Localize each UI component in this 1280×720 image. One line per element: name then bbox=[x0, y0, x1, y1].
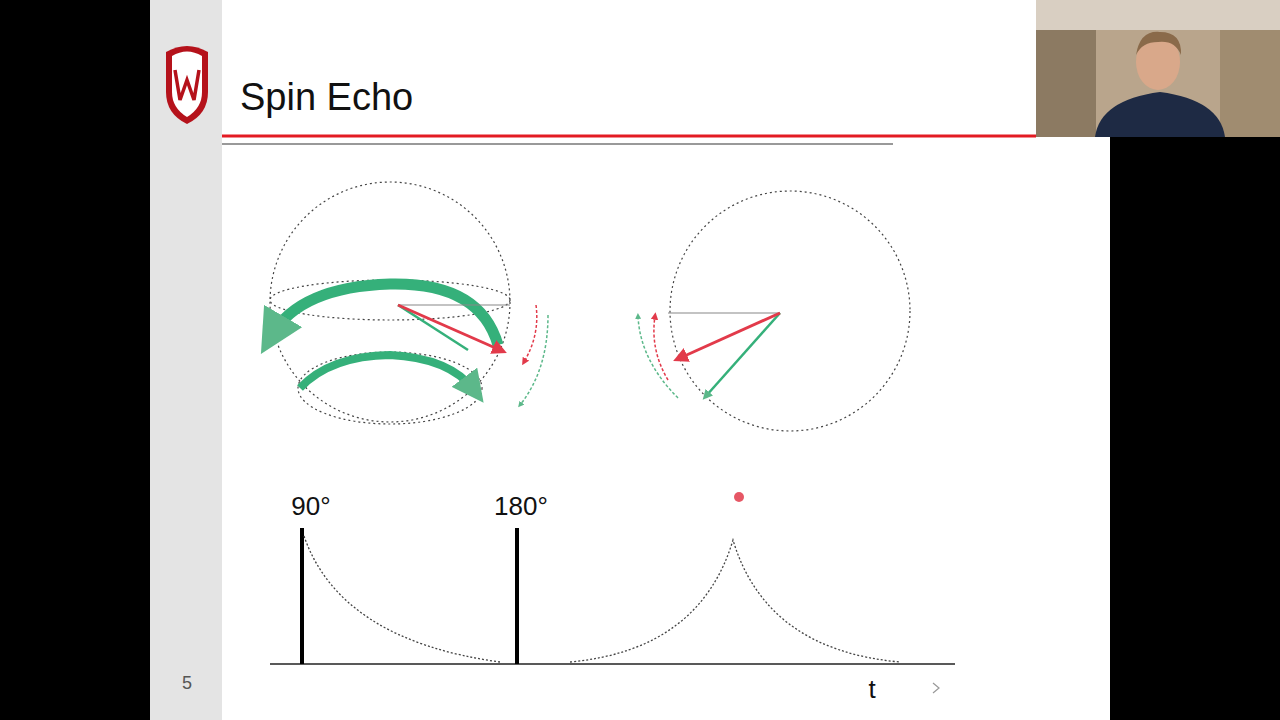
title-rule bbox=[222, 143, 893, 145]
webcam-image bbox=[1036, 0, 1280, 137]
axis-label: t bbox=[868, 676, 875, 702]
slide-title: Spin Echo bbox=[240, 78, 413, 116]
pulse-label: 90° bbox=[291, 493, 330, 519]
page-number: 5 bbox=[182, 674, 192, 692]
left-sphere bbox=[270, 182, 548, 424]
pulse-timeline bbox=[270, 492, 955, 693]
title-rule bbox=[222, 135, 1036, 138]
side-strip bbox=[150, 0, 222, 720]
slide-ground bbox=[150, 0, 1110, 720]
crest-logo bbox=[166, 46, 208, 124]
pulse-label: 180° bbox=[494, 493, 548, 519]
right-sphere bbox=[638, 191, 910, 431]
